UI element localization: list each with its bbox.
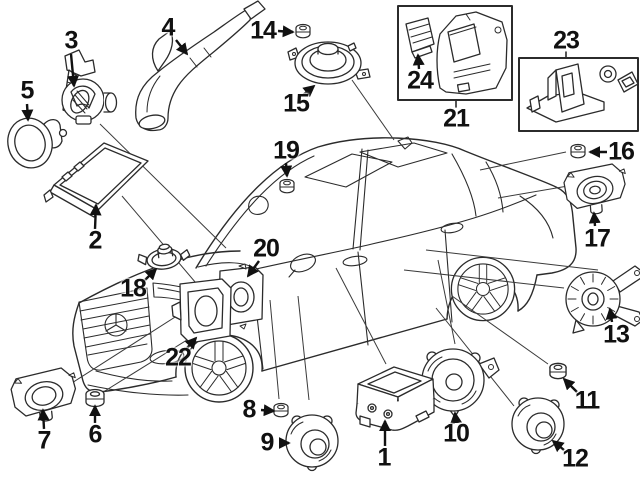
part-16-clip bbox=[570, 143, 586, 159]
part-17-speaker bbox=[563, 163, 626, 215]
part-14-clip bbox=[295, 23, 311, 39]
car-a-pillar bbox=[205, 155, 315, 267]
car-front-bumper bbox=[72, 302, 177, 393]
part-13-speaker-bracket bbox=[565, 265, 640, 334]
car-sill bbox=[261, 318, 448, 372]
car-illustration bbox=[72, 136, 577, 403]
part-21-assembly bbox=[436, 11, 508, 95]
car-roofline bbox=[195, 137, 577, 276]
part-2-display-panel bbox=[43, 142, 149, 218]
grille-star-spokes bbox=[105, 313, 127, 332]
car-b-pillar bbox=[352, 148, 369, 251]
sunroof-clip bbox=[397, 136, 413, 150]
door-handle-rear bbox=[440, 222, 464, 234]
part-11-nut bbox=[549, 362, 567, 380]
car-beltline bbox=[255, 194, 537, 270]
car-rear-bumper bbox=[517, 274, 538, 312]
side-mirror bbox=[290, 253, 316, 273]
part-23-bracket-kit bbox=[526, 63, 639, 123]
rear-wheel bbox=[450, 256, 516, 322]
part-15-dome-speaker bbox=[287, 41, 371, 85]
part-22-speaker-housing bbox=[171, 278, 232, 344]
part-3-speaker-assembly bbox=[61, 49, 118, 125]
side-mirror-stem bbox=[288, 269, 296, 278]
fog-light bbox=[149, 349, 185, 365]
car-rear-glass-edge bbox=[451, 153, 504, 217]
overhead-console bbox=[248, 195, 269, 215]
part-7-speaker bbox=[10, 367, 77, 422]
sunroof-panels bbox=[304, 142, 448, 188]
part-19-clip bbox=[279, 178, 295, 194]
part-1-amplifier bbox=[355, 366, 435, 431]
parts bbox=[7, 0, 640, 472]
grille bbox=[78, 287, 153, 371]
front-wheel bbox=[184, 333, 254, 403]
grille-slats bbox=[79, 297, 151, 356]
part-18-speaker bbox=[137, 243, 191, 270]
part-5-cone-speaker bbox=[7, 117, 68, 169]
callout-arrows bbox=[21, 25, 618, 453]
door-handle-front bbox=[342, 255, 368, 267]
part-4-air-duct bbox=[135, 0, 266, 132]
part-12-tweeter bbox=[511, 397, 565, 455]
box-23 bbox=[518, 51, 639, 132]
box-21 bbox=[397, 5, 513, 108]
bumper-lines bbox=[87, 370, 189, 396]
part-9-tweeter bbox=[285, 414, 339, 472]
part-8-clip bbox=[273, 402, 289, 418]
part-6-nut bbox=[85, 388, 105, 408]
car-trunk-seam bbox=[519, 195, 554, 239]
